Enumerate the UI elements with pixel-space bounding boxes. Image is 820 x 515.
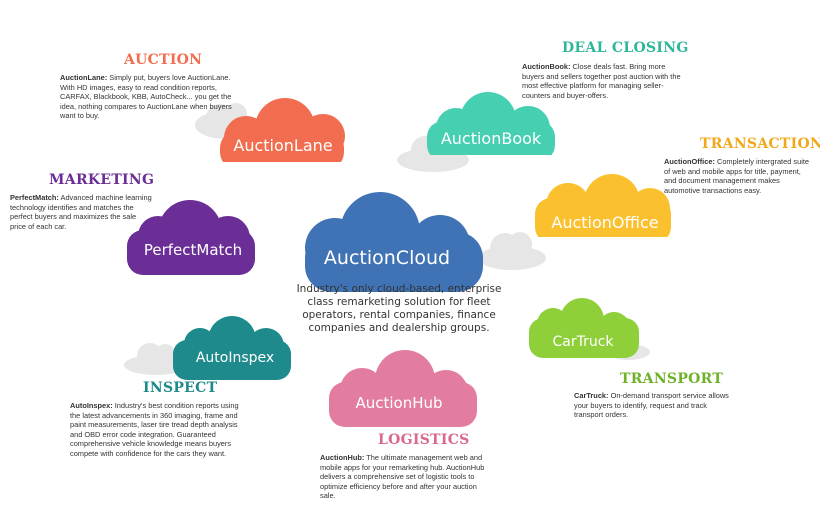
auctionbook-label: AuctionBook — [441, 129, 542, 148]
auctionoffice-cloud[interactable] — [535, 174, 671, 243]
auctionhub-cloud[interactable] — [329, 350, 477, 427]
auctionbook-cloud[interactable] — [427, 92, 555, 161]
auctionlane-label: AuctionLane — [233, 136, 332, 155]
ghost-cloud-inspex — [124, 343, 188, 375]
auctionbook-term: AuctionBook: — [522, 62, 571, 71]
inspect-description: AutoInspex: Industry's best condition re… — [70, 401, 250, 459]
cartruck-term: CarTruck: — [574, 391, 609, 400]
auction-description: AuctionLane: Simply put, buyers love Auc… — [60, 73, 232, 121]
auction-heading: AUCTION — [124, 52, 203, 68]
autoinspex-text: Industry's best condition reports using … — [70, 401, 239, 458]
autoinspex-term: AutoInspex: — [70, 401, 113, 410]
transaction-description: AuctionOffice: Completely intergrated su… — [664, 157, 814, 195]
auctionoffice-term: AuctionOffice: — [664, 157, 715, 166]
cartruck-text: On-demand transport service allows your … — [574, 391, 729, 420]
autoinspex-label: AutoInspex — [196, 350, 274, 366]
auctioncloud-description: Industry's only cloud-based, enterprise … — [296, 283, 502, 334]
auctionhub-label: AuctionHub — [355, 394, 442, 412]
cartruck-label: CarTruck — [552, 334, 614, 350]
logistics-description: AuctionHub: The ultimate management web … — [320, 453, 488, 501]
inspect-heading: INSPECT — [143, 380, 218, 396]
auctionoffice-label: AuctionOffice — [551, 213, 658, 232]
auctionhub-term: AuctionHub: — [320, 453, 365, 462]
marketing-heading: MARKETING — [49, 172, 155, 188]
marketing-description: PerfectMatch: Advanced machine learning … — [10, 193, 152, 231]
transport-heading: TRANSPORT — [620, 371, 724, 387]
transport-description: CarTruck: On-demand transport service al… — [574, 391, 730, 420]
auctionlane-term: AuctionLane: — [60, 73, 108, 82]
auctioncloud-cloud[interactable] — [305, 192, 483, 292]
transaction-heading: TRANSACTION — [700, 136, 820, 152]
auctionlane-text: Simply put, buyers love AuctionLane. Wit… — [60, 73, 232, 121]
cartruck-cloud[interactable] — [529, 298, 639, 358]
logistics-heading: LOGISTICS — [378, 432, 470, 448]
perfectmatch-term: PerfectMatch: — [10, 193, 59, 202]
perfectmatch-cloud[interactable] — [127, 200, 255, 275]
auctionoffice-text: Completely intergrated suite of web and … — [664, 157, 809, 195]
auctionbook-text: Close deals fast. Bring more buyers and … — [522, 62, 681, 100]
deal-closing-heading: DEAL CLOSING — [562, 40, 689, 56]
auctionhub-text: The ultimate management web and mobile a… — [320, 453, 485, 501]
perfectmatch-text: Advanced machine learning technology ide… — [10, 193, 152, 231]
autoinspex-cloud[interactable] — [173, 316, 291, 380]
ghost-cloud-office — [478, 232, 546, 270]
perfectmatch-label: PerfectMatch — [144, 241, 242, 259]
auctionlane-cloud[interactable] — [220, 98, 345, 170]
auctioncloud-label: AuctionCloud — [324, 247, 450, 269]
deal-closing-description: AuctionBook: Close deals fast. Bring mor… — [522, 62, 684, 100]
